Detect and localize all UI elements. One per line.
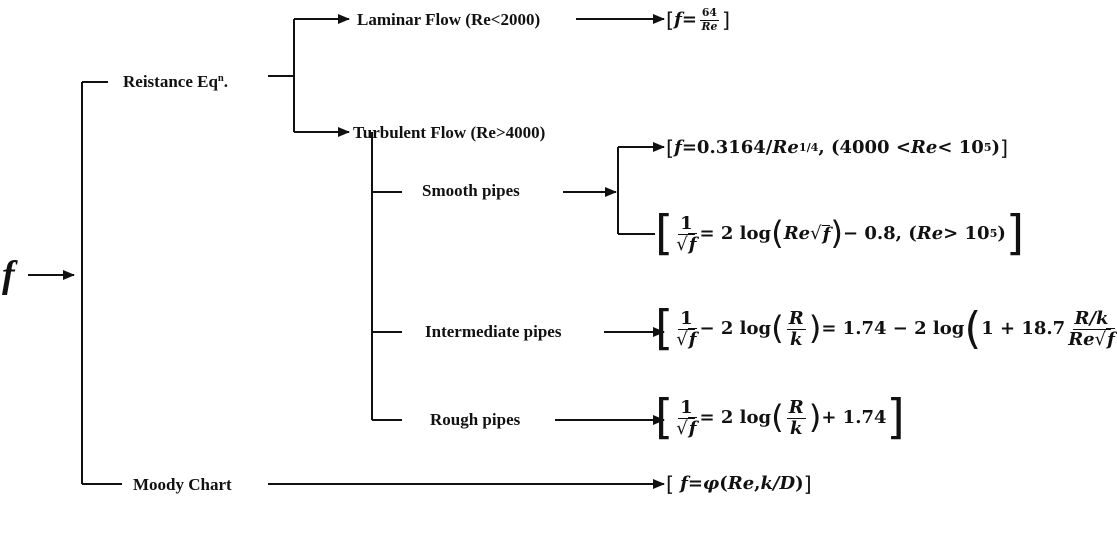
fraction: 1√f <box>676 396 697 439</box>
eq-re: Re <box>772 137 799 158</box>
bracket-open: [ <box>655 390 674 445</box>
numerator: 1 <box>678 396 695 419</box>
cond-pre: , (4000 < <box>818 137 911 158</box>
paren-open: ( <box>771 309 784 348</box>
paren-open-big: ( <box>964 303 982 354</box>
cond-exponent: 5 <box>989 227 998 241</box>
moody-chart-label: Moody Chart <box>133 475 232 494</box>
eq-lhs: f <box>680 473 688 494</box>
cond-close: ) <box>997 223 1006 244</box>
fraction-1: 1√f <box>676 307 697 350</box>
resistance-text: Reistance Eq <box>123 72 218 91</box>
cond-close: ) <box>991 137 1001 158</box>
eq-mid: − 2 log <box>699 318 772 339</box>
numerator-r: R <box>786 307 806 330</box>
bracket-open: [ <box>666 471 675 496</box>
cond-post: > 10 <box>943 223 990 244</box>
eq-exponent-den: 4 <box>810 141 819 155</box>
resistance-sup: n <box>217 73 224 85</box>
eq-tail: + 1.74 <box>821 407 887 428</box>
bracket-close: ] <box>1005 206 1025 261</box>
denominator: √f <box>676 327 697 350</box>
eq-sign: = <box>687 473 703 494</box>
laminar-flow-label: Laminar Flow (Re<2000) <box>357 10 541 29</box>
cond-post: < 10 <box>937 137 984 158</box>
paren-close: ) <box>808 398 822 437</box>
eq-lhs: f <box>674 9 682 30</box>
bracket-close: ] <box>1000 135 1009 160</box>
eq-phi: φ <box>702 473 720 494</box>
sqrt-sign: √ <box>810 223 822 244</box>
bracket-open: [ <box>666 7 675 32</box>
bracket-close: ] <box>721 7 731 32</box>
denominator-k: k <box>789 417 803 439</box>
args-close: ) <box>795 473 804 494</box>
denominator-re: Re√f <box>1068 327 1115 350</box>
eq-sign: = 2 log <box>699 223 772 244</box>
eq-body: 0.3164/ <box>696 137 773 158</box>
sqrt-f: f <box>821 223 831 245</box>
turbulent-flow-label: Turbulent Flow (Re>4000) <box>353 123 546 142</box>
paren-open: ( <box>771 214 784 253</box>
eq-sign: = <box>681 9 697 30</box>
bracket-open: [ <box>655 301 674 356</box>
paren-close: ) <box>808 309 822 348</box>
numerator-rk: R/k <box>1072 307 1111 330</box>
root-f-symbol: f <box>2 254 15 296</box>
fraction: 1√f <box>676 212 697 255</box>
numerator: 1 <box>678 307 695 330</box>
bracket-open: [ <box>666 135 675 160</box>
numerator: 64 <box>699 5 719 21</box>
eq-lhs: f <box>674 137 682 158</box>
denominator-k: k <box>789 328 803 350</box>
resistance-suffix: . <box>223 72 229 91</box>
bracket-close: ] <box>803 471 812 496</box>
cond-exponent: 5 <box>983 141 992 155</box>
eq-tail: − 0.8, ( <box>843 223 917 244</box>
denominator: Re <box>701 19 718 33</box>
arg-kd: k/D <box>760 473 796 494</box>
intermediate-pipes-label: Intermediate pipes <box>425 322 562 341</box>
moody-equation: [f = φ(Re, k/D )] <box>666 470 812 498</box>
bracket-open: [ <box>655 206 674 261</box>
paren-open: ( <box>771 398 784 437</box>
paren-close: ) <box>830 214 844 253</box>
arg-sep: , <box>754 473 761 494</box>
eq-one: 1 + 18.7 <box>981 318 1066 339</box>
cond-re: Re <box>916 223 944 244</box>
denominator: √f <box>676 232 697 255</box>
eq-exponent: 1/ <box>798 141 811 155</box>
eq-sign: = 2 log <box>699 407 772 428</box>
eq-sign: = <box>681 137 697 158</box>
eq-re: Re <box>783 223 811 244</box>
rough-pipes-label: Rough pipes <box>430 410 521 429</box>
args-open: ( <box>719 473 728 494</box>
numerator: 1 <box>678 212 695 235</box>
cond-re: Re <box>910 137 938 158</box>
denominator: √f <box>676 416 697 439</box>
numerator-r: R <box>786 396 806 419</box>
resistance-equation-label: Reistance Eqn. <box>123 73 228 90</box>
bracket-close: ] <box>886 390 905 445</box>
eq-sign: = 1.74 − 2 log <box>821 318 965 339</box>
smooth-pipes-label: Smooth pipes <box>422 181 520 200</box>
arg-re: Re <box>727 473 755 494</box>
